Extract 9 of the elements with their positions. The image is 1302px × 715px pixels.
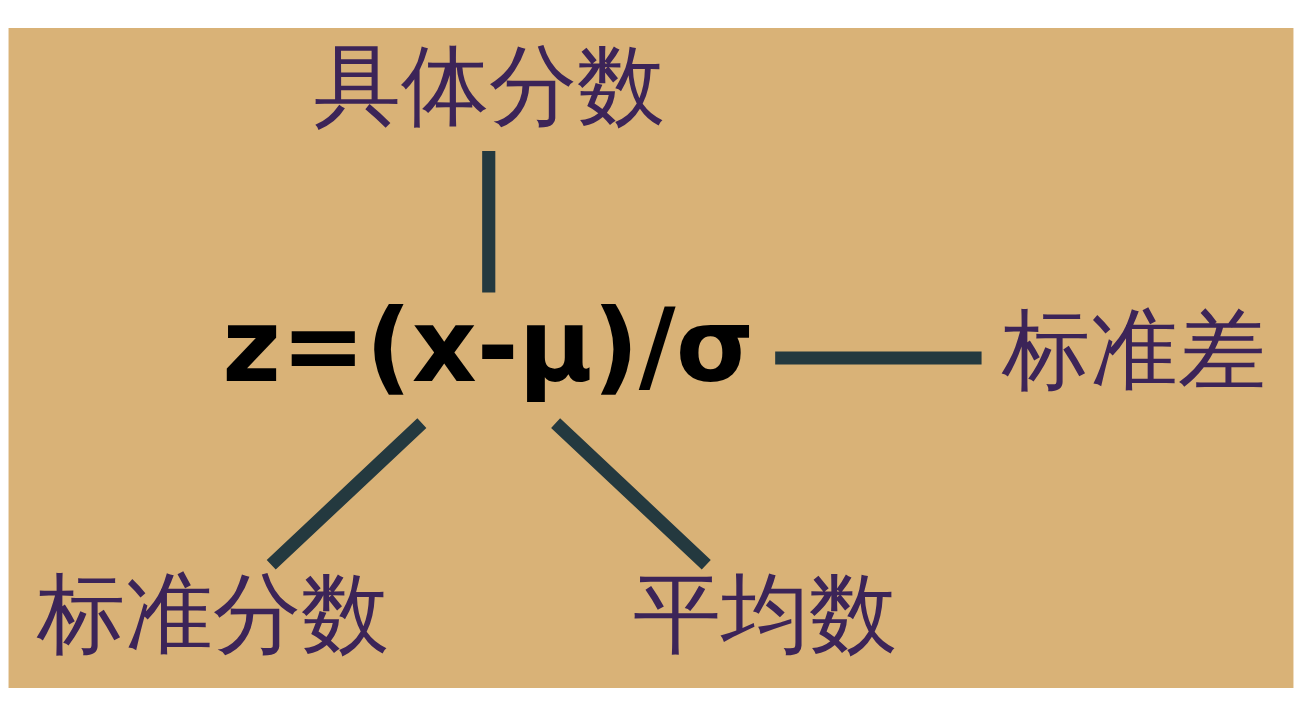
connector (266, 417, 427, 570)
node-text: z=(x-μ)/σ (222, 286, 755, 405)
node-text: 标准差 (1001, 298, 1266, 401)
node-text: 标准分数 (37, 562, 390, 665)
connector (482, 150, 496, 293)
node-text: 具体分数 (313, 34, 666, 137)
node-text: 平均数 (633, 562, 898, 665)
connector (775, 350, 982, 365)
connector (551, 417, 711, 570)
